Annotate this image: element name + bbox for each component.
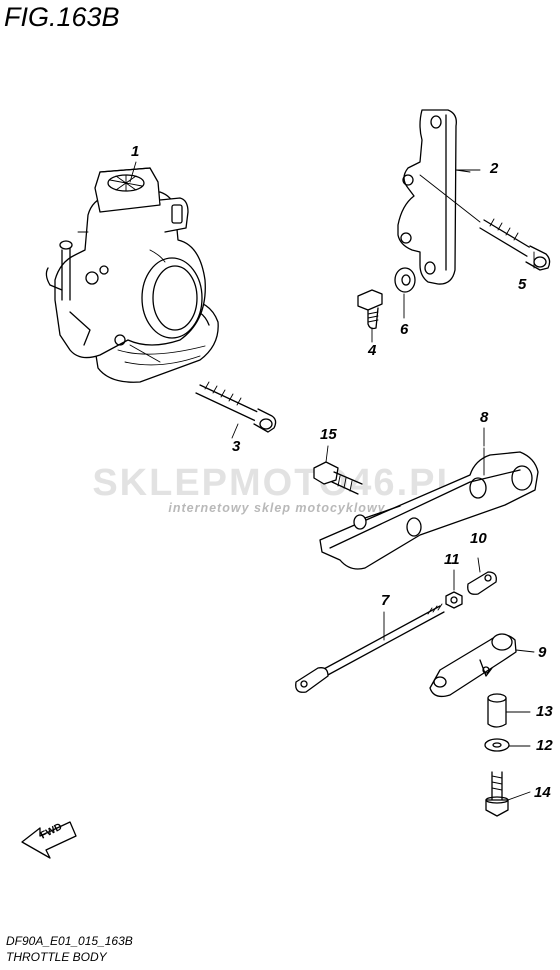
spacer-part-13[interactable] — [487, 693, 507, 728]
bracket-part-2[interactable] — [397, 109, 481, 285]
callout-6: 6 — [400, 321, 409, 338]
callout-5: 5 — [518, 276, 527, 293]
figure-title: FIG.163B — [4, 2, 120, 32]
bolt-part-14[interactable] — [485, 771, 509, 817]
watermark-sub-text: internetowy sklep motocyklowy — [168, 501, 386, 515]
callout-12: 12 — [536, 737, 553, 754]
model-code: DF90A_E01_015_163B — [6, 934, 133, 948]
bolt-part-3[interactable] — [129, 344, 277, 433]
callout-4: 4 — [368, 342, 377, 359]
callout-3: 3 — [232, 438, 241, 455]
lever-part-9[interactable] — [429, 633, 535, 698]
bolt-part-5[interactable] — [479, 218, 551, 271]
callout-8: 8 — [480, 409, 489, 426]
callout-13: 13 — [536, 703, 553, 720]
linkage-arm-part-8[interactable] — [319, 447, 539, 570]
screw-part-4[interactable] — [357, 289, 383, 330]
callout-9: 9 — [538, 644, 547, 661]
rod-part-7[interactable] — [295, 603, 445, 693]
bolt-part-15[interactable] — [313, 461, 363, 495]
throttle-body-part-1[interactable] — [45, 167, 219, 383]
section-name: THROTTLE BODY — [6, 950, 107, 964]
nut-part-11[interactable] — [445, 569, 463, 609]
watermark-main-text: SKLEPMOTO46.PL — [92, 462, 462, 504]
washer-part-12[interactable] — [484, 738, 510, 752]
ball-joint-part-10[interactable] — [467, 557, 497, 595]
callout-14: 14 — [534, 784, 551, 801]
callout-11: 11 — [444, 551, 460, 568]
fwd-arrow-icon — [21, 821, 77, 859]
callout-7: 7 — [381, 592, 390, 609]
callout-1: 1 — [131, 143, 140, 160]
callout-2: 2 — [490, 160, 499, 177]
leader-lines — [129, 161, 535, 801]
callout-15: 15 — [320, 426, 337, 443]
washer-part-6[interactable] — [394, 267, 416, 293]
watermark: SKLEPMOTO46.PL internetowy sklep motocyk… — [92, 462, 462, 515]
callout-10: 10 — [470, 530, 487, 547]
